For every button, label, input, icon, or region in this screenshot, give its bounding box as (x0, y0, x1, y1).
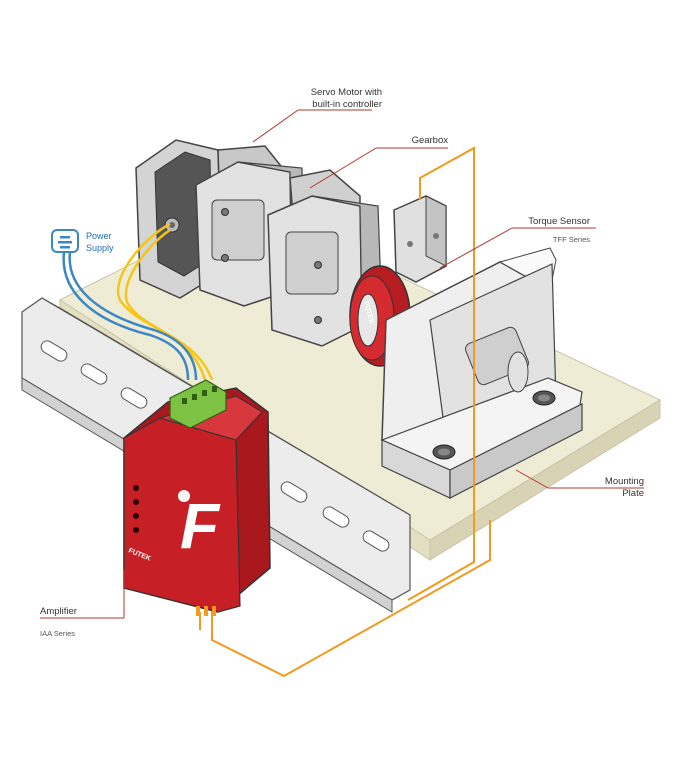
servo-motor-label-line1: Servo Motor with (311, 87, 382, 98)
mounting-plate-label-line1: Mounting (605, 476, 644, 487)
torque-sensor: FUTEK (349, 195, 447, 367)
servo-motor-label-line2: built-in controller (312, 99, 382, 110)
mounting-bracket (380, 247, 583, 499)
torque-sensor-label: Torque Sensor (528, 216, 590, 227)
power-supply-label-line2: Supply (86, 243, 114, 253)
mounting-plate-label-line2: Plate (622, 488, 644, 499)
torque-sensor-series: TFF Series (553, 235, 590, 244)
amplifier-series: IAA Series (40, 629, 75, 638)
status-led (133, 485, 139, 491)
power-wire (62, 251, 198, 381)
status-led (133, 527, 139, 533)
gearbox-label: Gearbox (412, 135, 449, 146)
amplifier-logo: F (180, 490, 221, 562)
status-led (133, 513, 139, 519)
amplifier: F FUTEK (123, 379, 271, 616)
gearbox (195, 161, 383, 347)
status-led (133, 499, 139, 505)
power-supply-icon (51, 229, 79, 253)
leader-lines (40, 109, 644, 619)
power-supply-label-line1: Power (86, 231, 112, 241)
amplifier-label: Amplifier (40, 606, 77, 617)
